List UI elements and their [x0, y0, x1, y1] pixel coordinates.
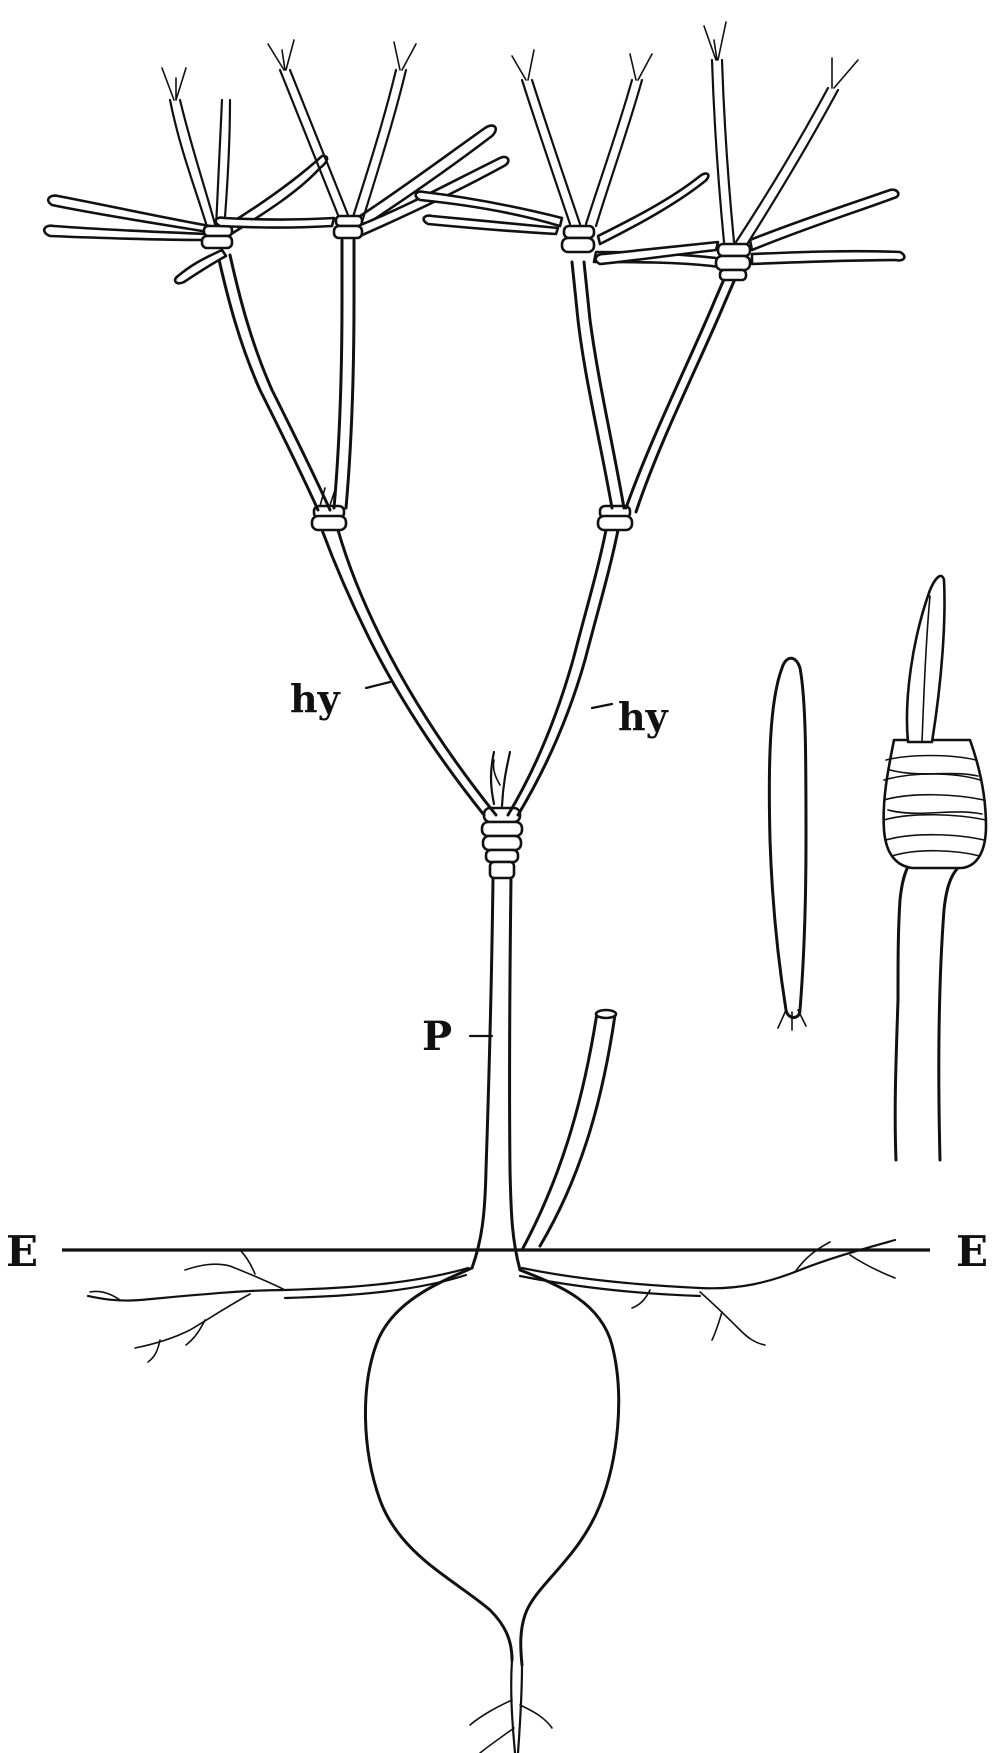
broken-scape [522, 1010, 616, 1250]
whorl-4 [596, 22, 905, 280]
label-e-right: E [956, 1227, 988, 1276]
label-hy-left: hy [290, 676, 341, 721]
hy-right-leader [592, 704, 612, 708]
label-hy-right: hy [618, 694, 669, 739]
label-e-left: E [6, 1227, 38, 1276]
branch-l2 [334, 240, 354, 508]
left-ray [322, 530, 496, 815]
main-stalk [472, 878, 520, 1270]
branch-l1 [218, 255, 330, 510]
detail-collar [884, 576, 986, 1160]
right-stolon [520, 1240, 895, 1345]
whorl-1 [44, 68, 327, 283]
corm [365, 1268, 618, 1753]
secondary-node-right [598, 506, 632, 530]
left-stolon [88, 1250, 468, 1362]
hy-left-leader [366, 682, 390, 688]
detail-bract [769, 658, 806, 1030]
right-ray [508, 530, 618, 815]
label-p: P [422, 1013, 452, 1060]
branch-r2 [626, 270, 738, 512]
branch-r1 [572, 262, 624, 508]
primary-node [482, 752, 522, 878]
